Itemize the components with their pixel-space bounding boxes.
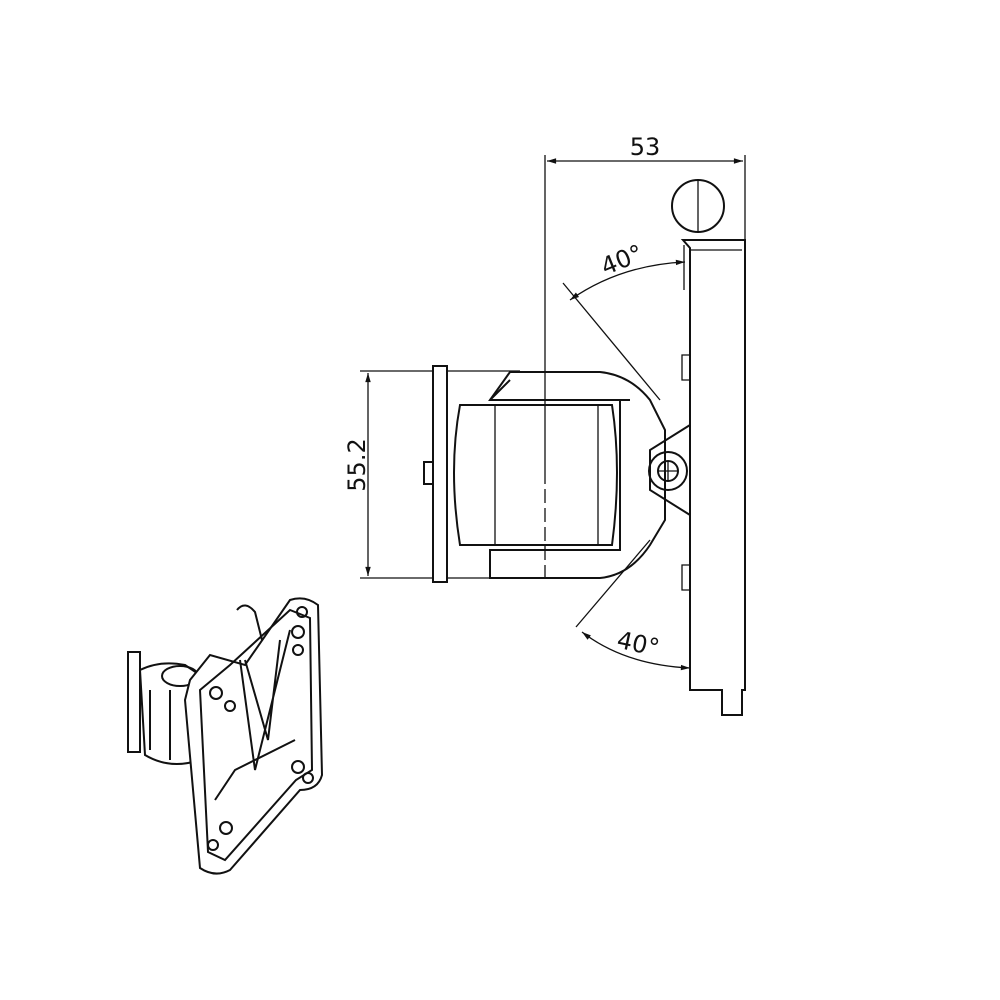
side-view-mount xyxy=(423,179,746,716)
width-label: 53 xyxy=(630,133,661,161)
tilt-up-dimension: 40° xyxy=(562,239,686,401)
width-dimension: 53 xyxy=(544,133,746,580)
height-dimension: 55.2 xyxy=(343,370,520,579)
tilt-down-label: 40° xyxy=(614,626,661,662)
height-label: 55.2 xyxy=(343,438,371,491)
isometric-view-mount xyxy=(127,597,324,875)
tilt-down-dimension: 40° xyxy=(575,539,691,671)
tilt-up-label: 40° xyxy=(597,239,647,281)
